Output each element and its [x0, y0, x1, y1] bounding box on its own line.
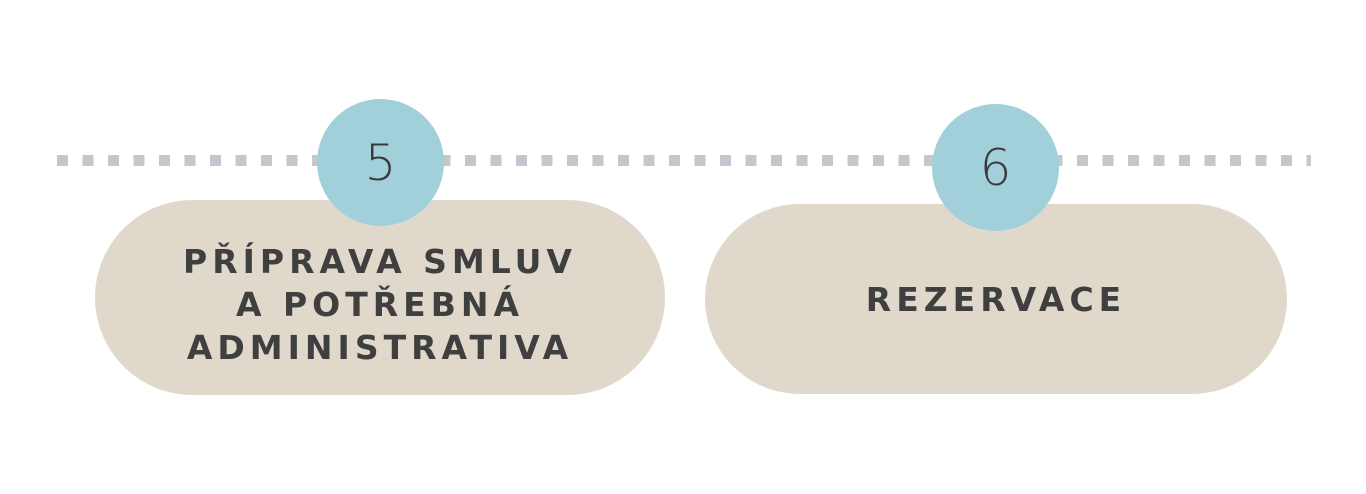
step-5-label: PŘÍPRAVA SMLUV A POTŘEBNÁ ADMINISTRATIVA — [183, 240, 577, 369]
step-6-number-badge: 6 — [932, 104, 1059, 231]
step-6-label: REZERVACE — [865, 279, 1127, 319]
dotted-timeline — [57, 155, 1311, 166]
step-number: 5 — [364, 133, 397, 192]
label-line: PŘÍPRAVA SMLUV — [183, 242, 577, 281]
step-number: 6 — [979, 138, 1012, 197]
step-5-card: PŘÍPRAVA SMLUV A POTŘEBNÁ ADMINISTRATIVA — [95, 200, 665, 395]
step-5-number-badge: 5 — [317, 99, 444, 226]
label-line: A POTŘEBNÁ — [235, 285, 525, 324]
step-6-card: REZERVACE — [705, 204, 1287, 394]
label-line: ADMINISTRATIVA — [186, 328, 574, 367]
